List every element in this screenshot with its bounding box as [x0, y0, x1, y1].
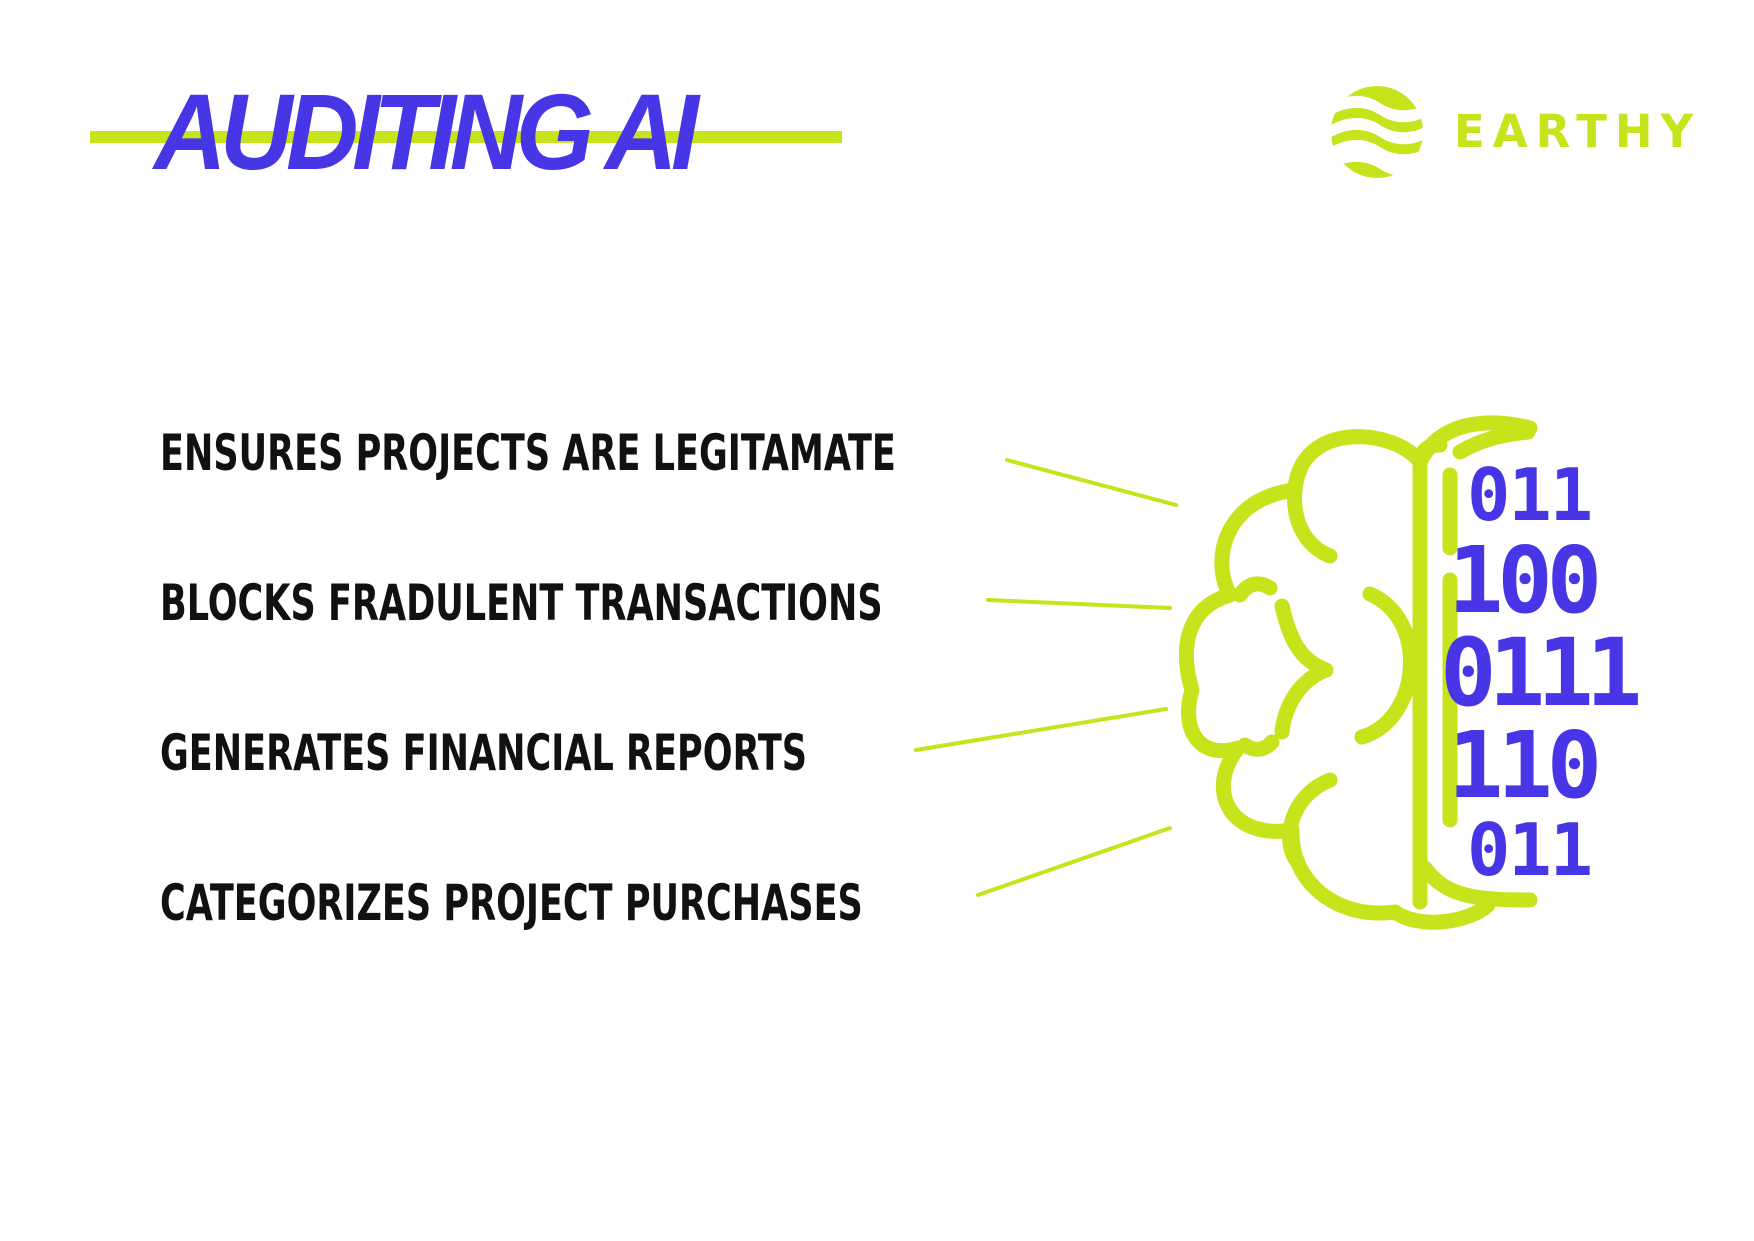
binary-row-5: 011: [1467, 808, 1591, 892]
page-title: AUDITING AI: [154, 71, 699, 192]
feature-item-1: ENSURES PROJECTS ARE LEGITAMATE: [160, 424, 896, 482]
binary-digits: 011 100 0111 110 011: [1440, 453, 1647, 892]
brain-icon: [1179, 415, 1538, 930]
connector-line-1: [1005, 458, 1178, 507]
earthy-logo-icon: [1331, 86, 1423, 178]
brand-name: EARTHY: [1454, 105, 1702, 158]
title-strike-line: [90, 131, 842, 143]
connector-line-4: [976, 826, 1172, 897]
feature-item-3: GENERATES FINANCIAL REPORTS: [160, 724, 808, 782]
binary-row-1: 011: [1467, 453, 1591, 537]
earthy-logo: EARTHY: [1330, 85, 1700, 185]
connector-line-3: [914, 707, 1168, 752]
connector-lines: [914, 458, 1178, 897]
binary-row-2: 100: [1448, 527, 1597, 634]
connector-line-2: [986, 598, 1172, 610]
title-block: AUDITING AI: [90, 72, 850, 192]
feature-item-4: CATEGORIZES PROJECT PURCHASES: [160, 874, 863, 932]
binary-row-3: 0111: [1440, 619, 1639, 728]
feature-item-2: BLOCKS FRADULENT TRANSACTIONS: [160, 574, 883, 632]
binary-row-4: 110: [1448, 712, 1597, 819]
